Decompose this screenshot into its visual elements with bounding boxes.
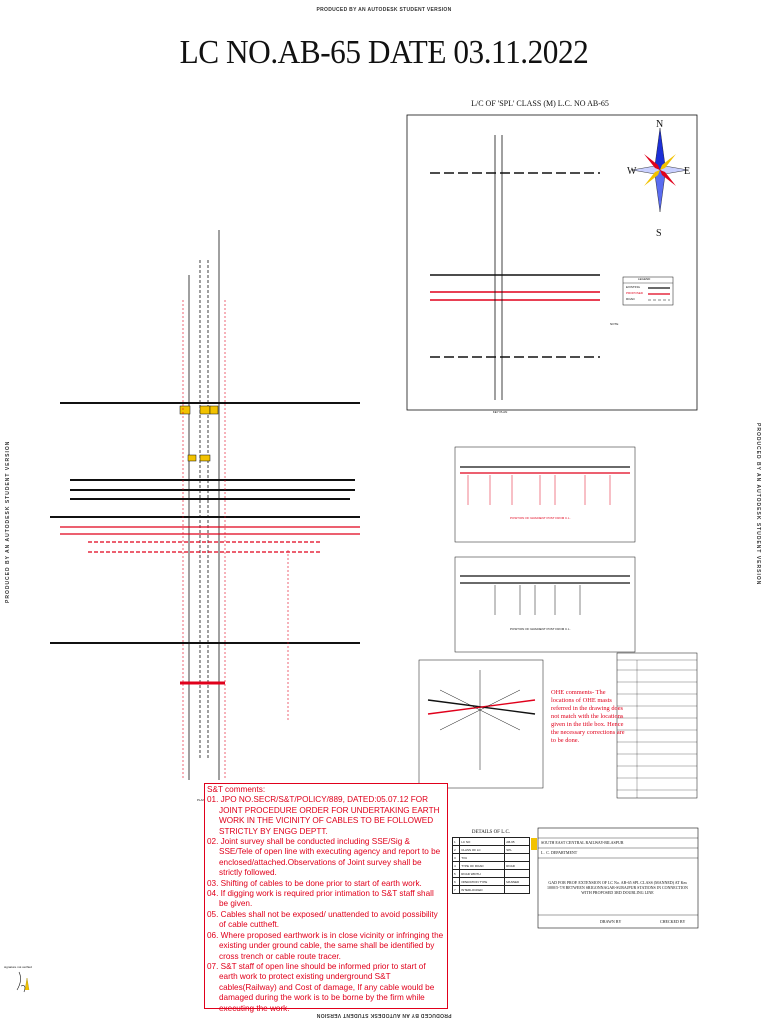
cross-section-frame (418, 659, 544, 789)
legend-box (622, 276, 674, 306)
title-block-line2: L . C. DEPARTMENT (541, 850, 578, 855)
st-comment-item: 02. Joint survey shall be conducted incl… (207, 837, 441, 878)
cell: 6 (451, 877, 461, 886)
st-comment-item: 01. JPO NO.SECR/S&T/POLICY/889, DATED:05… (207, 795, 440, 836)
cell: 7 (451, 885, 461, 894)
key-plan-proposed (430, 291, 600, 301)
ohe-masts-2 (494, 585, 581, 615)
legend-item-3: ROAD (626, 297, 635, 301)
cell: MANNED (504, 877, 530, 886)
cell: 5 (451, 869, 461, 878)
st-comment-item: 03. Shifting of cables to be done prior … (207, 878, 422, 888)
cell: LC NO (459, 837, 506, 846)
key-plan-tracks (430, 172, 600, 358)
title-block-frame (537, 827, 699, 929)
gate-markers (179, 405, 219, 462)
notes-title: NOTE (610, 322, 619, 326)
cell (504, 869, 530, 878)
key-plan-heading: L/C OF 'SPL' CLASS (M) L.C. NO AB-65 (471, 99, 609, 108)
checked-by: CHECKED BY (660, 919, 686, 924)
existing-tracks (50, 402, 360, 644)
top-watermark-banner: PRODUCED BY AN AUTODESK STUDENT VERSION (316, 7, 452, 13)
st-comments-box: S&T comments: 01. JPO NO.SECR/S&T/POLICY… (204, 783, 448, 1013)
ohe-masts-1 (467, 475, 611, 505)
cell: ROAD WIDTH (459, 869, 506, 878)
cell: TVU (459, 853, 506, 862)
gradient-caption-1: POSITION OF GRADIENT POST FROM C.L. (510, 516, 571, 520)
cell: INTERLOCKED (459, 885, 506, 894)
key-plan-frame (406, 114, 698, 411)
gradient-panel-1 (454, 446, 636, 543)
legend-item-2: PROPOSED (626, 291, 644, 295)
compass-rose (631, 127, 689, 213)
compass-w: W (627, 166, 637, 177)
st-comments-heading: S&T comments: (207, 785, 266, 794)
gradient-caption-2: POSITION OF GRADIENT POST FROM C.L. (510, 627, 571, 631)
cell: ROAD (504, 861, 530, 870)
st-comment-item: 05. Cables shall not be exposed/ unatten… (207, 909, 438, 930)
cell: CLASS OF LC (459, 845, 506, 854)
gad-title: GAD FOR PROP. EXTENSION OF LC No. AB-65 … (547, 880, 688, 895)
cell: SPL (504, 845, 530, 854)
page-title: LC NO.AB-65 DATE 03.11.2022 (179, 34, 589, 71)
compass-e: E (684, 166, 691, 177)
st-comment-item: 06. Where proposed earthwork is in close… (207, 930, 444, 961)
compass-n: N (656, 119, 664, 130)
cell: TYPE OF ROAD (459, 861, 506, 870)
drawn-by: DRAWN BY (600, 919, 622, 924)
proposed-tracks (60, 526, 360, 685)
plan-label: PLAN (197, 798, 205, 802)
legend-title: LEGEND (638, 277, 651, 281)
cable-routes (182, 300, 289, 780)
signature-stamp (16, 971, 30, 993)
gradient-panel-2 (454, 556, 636, 653)
vertical-road (188, 230, 220, 780)
cell: 1 (451, 837, 461, 846)
st-comment-item: 04. If digging work is required prior in… (207, 889, 434, 909)
cell (504, 885, 530, 894)
title-block-line1: SOUTH EAST CENTRAL RAILWAY-BILASPUR (541, 840, 624, 845)
cell: 3 (451, 853, 461, 862)
legend-item-1: EXISTING (626, 285, 641, 289)
cell: 4 (451, 861, 461, 870)
cell: AB-65 (504, 837, 530, 846)
cell: 2 (451, 845, 461, 854)
st-comment-item: 07. S&T staff of open line should be inf… (207, 961, 435, 1013)
cell: OPERATION TYPE (459, 877, 506, 886)
cell (504, 853, 530, 862)
ohe-comments: OHE comments- The locations of OHE masts… (551, 689, 625, 744)
signature-label: signature not verified (4, 965, 32, 969)
key-plan-caption: KEY PLAN (492, 410, 508, 414)
title-block-marker (531, 838, 537, 850)
signature-register (616, 652, 698, 799)
details-lc-heading: DETAILS OF L.C. (471, 830, 511, 835)
compass-s: S (656, 228, 662, 239)
